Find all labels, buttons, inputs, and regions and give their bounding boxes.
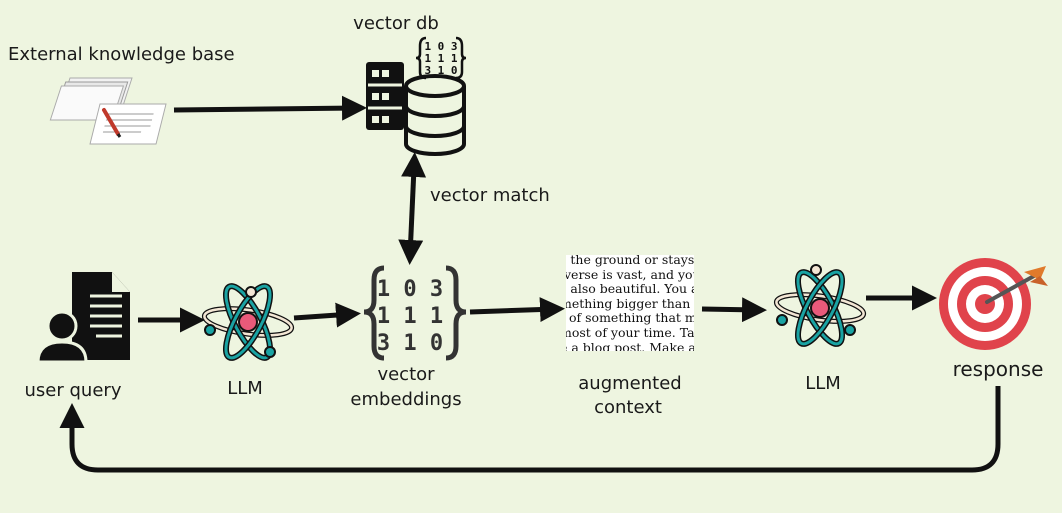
- arrows: [59, 95, 1001, 473]
- user-query-label: user query: [24, 380, 122, 401]
- context-line-4: mething bigger than yo: [566, 295, 694, 311]
- target-icon: [939, 258, 1048, 350]
- response-label: response: [952, 357, 1044, 381]
- arrow-vector-match: [398, 152, 427, 265]
- context-line-1: s the ground or stays: [566, 255, 694, 267]
- binary-small-row-2: 1 1 1: [424, 52, 457, 65]
- augmented-context-label-line2: context: [594, 397, 662, 418]
- llm-label-2: LLM: [805, 373, 841, 394]
- llm-label-1: LLM: [227, 378, 263, 399]
- database-server-icon: 1 0 3 1 1 1 3 1 0: [366, 36, 467, 156]
- arrow-kb-to-db: [173, 95, 367, 121]
- context-line-7: e a blog post. Make a: [566, 339, 694, 351]
- context-line-6: most of your time. Tal: [566, 324, 694, 340]
- augmented-context-snippet: s the ground or stays iverse is vast, an…: [566, 255, 694, 351]
- binary-row-2: 1 1 1: [377, 304, 443, 329]
- vector-embeddings-label-line1: vector: [377, 364, 435, 385]
- arrow-response-to-query: [59, 386, 1001, 473]
- user-document-icon: [36, 272, 130, 364]
- binary-small-row-1: 1 0 3: [424, 40, 457, 53]
- documents-icon: [49, 77, 167, 145]
- atom-icon: [201, 283, 295, 361]
- atom-icon: [773, 264, 867, 347]
- binary-row-3: 3 1 0: [377, 331, 443, 356]
- binary-row-1: 1 0 3: [377, 277, 443, 302]
- vector-embeddings-label-line2: embeddings: [350, 389, 462, 410]
- external-kb-label: External knowledge base: [8, 44, 235, 65]
- augmented-context-label-line1: augmented: [578, 373, 682, 394]
- context-line-3: s also beautiful. You a: [566, 281, 694, 297]
- binary-small-row-3: 3 1 0: [424, 64, 457, 77]
- arrow-llm-to-embeddings: [293, 302, 361, 328]
- arrow-embeddings-to-context: [469, 297, 565, 323]
- context-line-5: t of something that ma: [566, 310, 694, 326]
- binary-code-icon: 1 0 3 1 1 1 3 1 0: [363, 265, 467, 361]
- arrow-context-to-llm: [701, 297, 767, 323]
- vector-db-label: vector db: [353, 13, 439, 34]
- context-line-2: iverse is vast, and you: [566, 266, 694, 282]
- vector-match-label: vector match: [430, 185, 550, 206]
